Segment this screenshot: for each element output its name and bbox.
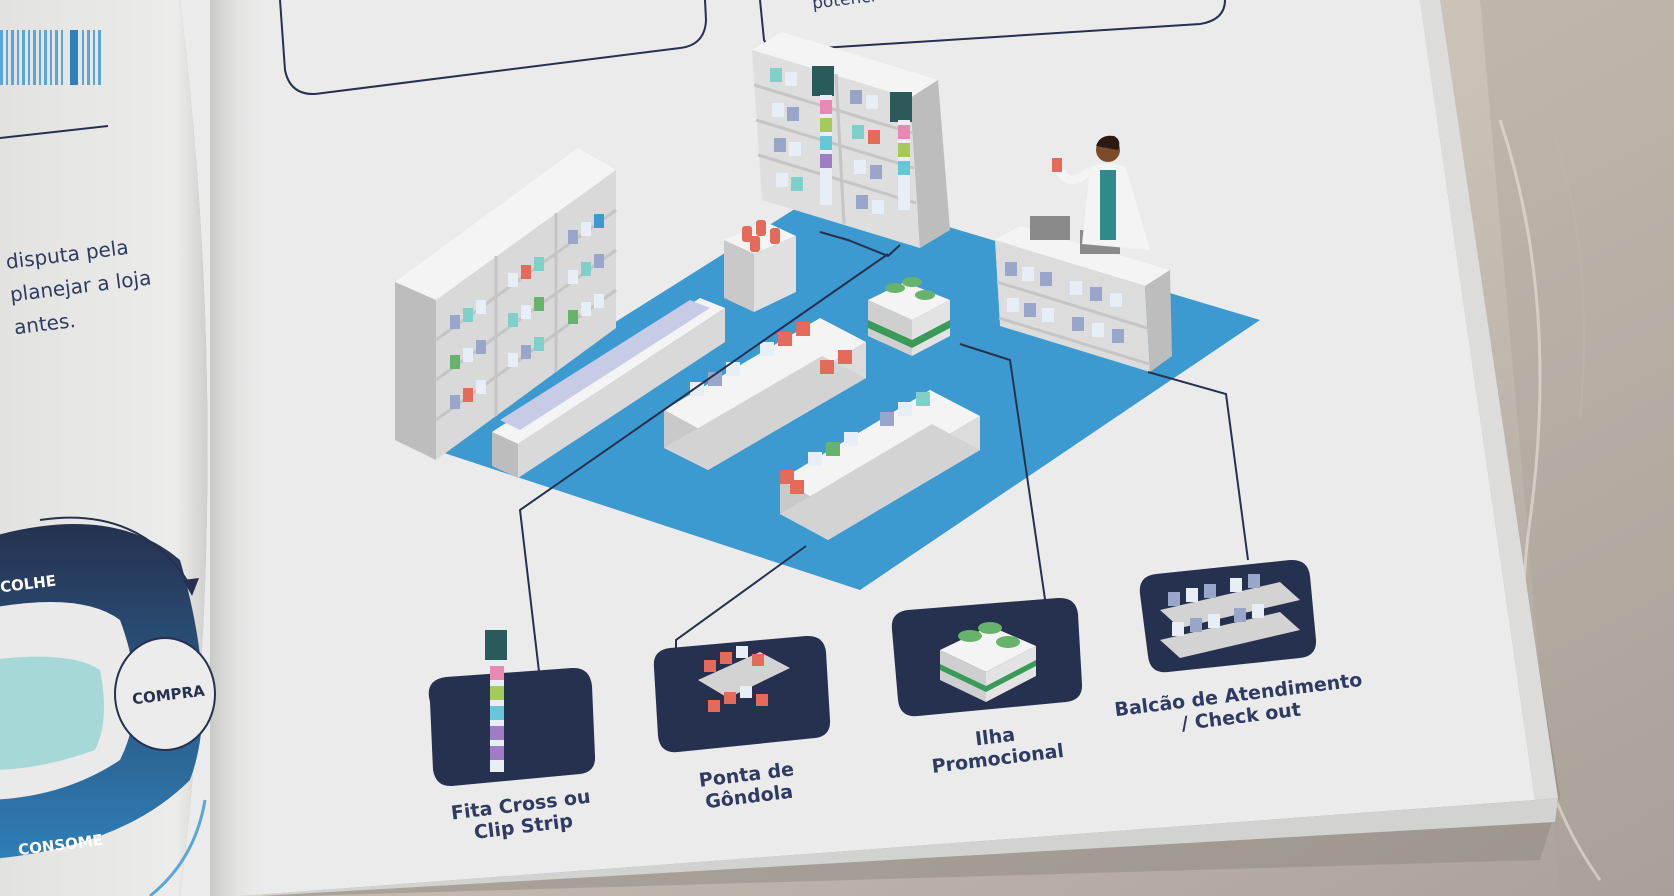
back-shelf <box>752 32 950 248</box>
left-paragraph: disputa pela planejar a loja antes. <box>4 227 175 345</box>
display-counter <box>492 298 725 478</box>
callout-boxes <box>428 559 1317 787</box>
pharmacist-figure <box>1052 135 1150 250</box>
barcode-graphic <box>0 30 101 85</box>
bottle-pedestal <box>724 220 796 312</box>
compra-circle <box>114 637 216 751</box>
connector-lines <box>518 231 1249 681</box>
cycle-diagram <box>0 516 216 896</box>
gondola-right <box>780 390 980 540</box>
gondola-left <box>664 318 866 470</box>
rule-line <box>0 125 109 139</box>
promo-island <box>868 277 950 356</box>
wall-shelf <box>395 148 617 460</box>
top-box-left <box>279 0 708 96</box>
